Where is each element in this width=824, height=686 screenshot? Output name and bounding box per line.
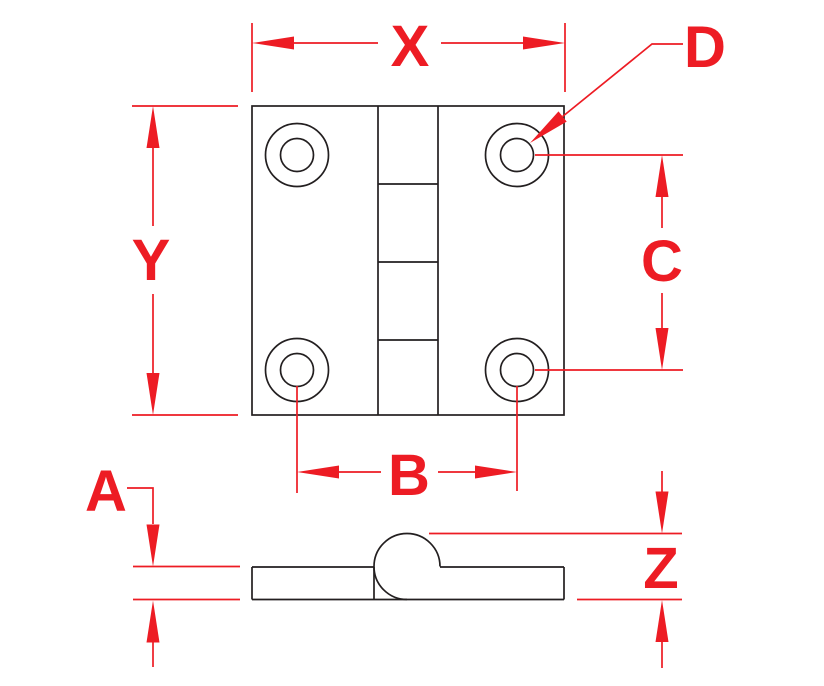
dim-z-extension-lines	[429, 532, 682, 601]
dim-c-label: C	[641, 229, 683, 294]
hole-top-left-outer	[264, 122, 330, 188]
hole-bottom-right-inner	[499, 352, 535, 388]
dim-z-label: Z	[643, 536, 678, 601]
dim-z-arrow-top	[655, 491, 669, 534]
side-view	[251, 532, 565, 601]
part-geometry	[251, 105, 565, 601]
dim-b-arrow-right	[475, 465, 517, 479]
dim-y-arrow-bottom	[146, 373, 160, 415]
dim-b-arrow-left	[297, 465, 339, 479]
hole-top-left-inner	[279, 137, 315, 173]
dim-x-extension-lines	[251, 23, 566, 92]
hole-top-right-inner	[499, 137, 535, 173]
dimension-lines	[127, 23, 683, 668]
dim-x-arrow-left	[252, 36, 294, 50]
dim-c-extension-lines	[535, 154, 683, 371]
dim-c-arrow-top	[655, 155, 669, 197]
dim-x-label: X	[391, 14, 430, 79]
dim-a-label: A	[85, 459, 127, 524]
dim-x-arrow-right	[523, 36, 565, 50]
dimension-annotations: X Y B C D A Z	[85, 14, 726, 668]
dim-a-extension-lines	[133, 565, 240, 601]
dim-y-extension-lines	[132, 105, 238, 416]
dimension-arrowheads	[146, 36, 669, 643]
side-view-leaves-outline	[251, 566, 565, 601]
dim-z-arrow-bottom	[655, 600, 669, 642]
dim-a-leader-line	[127, 487, 154, 524]
dim-d-leader-arrow	[530, 111, 567, 143]
dim-c-arrow-bottom	[655, 328, 669, 370]
side-view-barrel-arc	[373, 532, 441, 601]
dim-y-arrow-top	[146, 106, 160, 148]
dim-b-label: B	[388, 443, 430, 508]
dim-b-extension-lines	[296, 386, 518, 493]
front-view	[251, 105, 565, 416]
dim-a-arrow-top	[146, 524, 160, 567]
hinge-body-outline	[251, 105, 565, 416]
dimension-labels: X Y B C D A Z	[85, 14, 726, 601]
dim-a-arrow-bottom	[146, 600, 160, 643]
dim-d-leader-line	[562, 43, 683, 118]
hole-bottom-left-inner	[279, 352, 315, 388]
dim-y-label: Y	[132, 228, 171, 293]
dim-d-label: D	[684, 15, 726, 80]
